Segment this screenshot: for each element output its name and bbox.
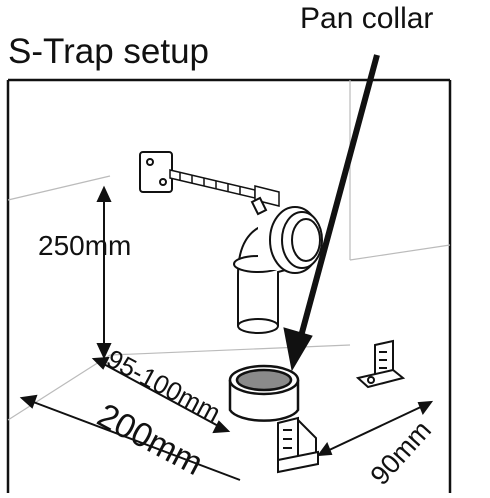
offset-dimension-line [91, 356, 231, 434]
height-dimension-label: 250mm [38, 230, 132, 261]
floor-bracket-front [277, 416, 319, 474]
width-dimension-line [19, 394, 241, 481]
room-outline [6, 78, 452, 493]
wall-bracket [139, 151, 173, 193]
pan-collar-ring [228, 364, 300, 422]
floor-bracket-back [355, 339, 406, 389]
callout-arrow [283, 54, 380, 372]
diagram-title: S-Trap setup [8, 32, 210, 71]
pan-collar-label: Pan collar [300, 2, 434, 35]
wall-floor-corners [7, 80, 451, 421]
height-dimension-line [96, 185, 112, 360]
pan-connector-elbow [233, 196, 323, 334]
depth-dimension-line [316, 400, 434, 457]
threaded-rod [169, 169, 280, 207]
